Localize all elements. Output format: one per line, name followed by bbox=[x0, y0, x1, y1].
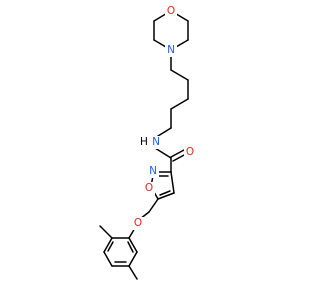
bond-carbonyl-double-b bbox=[172, 153, 187, 162]
morpholine-nitrogen-bg bbox=[165, 44, 177, 57]
morpholine-oxygen-label: O bbox=[167, 5, 175, 17]
ether-oxygen-bg bbox=[132, 217, 144, 230]
bond-morpholine-c2-n bbox=[153, 39, 167, 48]
amide-nitrogen-bg bbox=[150, 136, 162, 149]
morpholine-nitrogen-label: N bbox=[167, 44, 175, 56]
bond-ring-c5-c4 bbox=[157, 192, 175, 200]
bond-ring-c4-c3 bbox=[170, 171, 175, 194]
bond-aryl-inner-1 bbox=[107, 241, 114, 252]
morpholine-oxygen-bg bbox=[165, 5, 177, 18]
bond-ring-c5-c4-inner bbox=[159, 190, 171, 196]
bond-amide-n-carbonyl-c bbox=[154, 147, 172, 159]
atom-labels: O N N H O N O O bbox=[132, 5, 196, 230]
isoxazole-nitrogen-label: N bbox=[149, 165, 157, 177]
bond-chain5-amide-n bbox=[157, 127, 172, 137]
amide-hydrogen-bg bbox=[139, 136, 150, 149]
isoxazole-oxygen-bg bbox=[143, 182, 155, 195]
ether-oxygen-label: O bbox=[134, 217, 142, 229]
bond-c5-ch2 bbox=[148, 198, 159, 213]
bond-chain3-chain4 bbox=[170, 98, 189, 110]
bond-chain1-chain2 bbox=[170, 69, 189, 81]
bond-aryl-c5-c6 bbox=[128, 251, 138, 267]
bond-meta-methyl bbox=[128, 265, 138, 280]
bond-aryl-c2-c3 bbox=[103, 237, 113, 253]
bond-morpholine-n-c3 bbox=[175, 39, 189, 48]
bond-aryl-inner-3 bbox=[127, 241, 134, 253]
bond-ortho-methyl bbox=[99, 225, 113, 239]
amide-hydrogen-label: H bbox=[140, 136, 148, 148]
carbonyl-oxygen-bg bbox=[184, 146, 196, 159]
amide-nitrogen-label: N bbox=[152, 136, 160, 148]
bonds bbox=[99, 11, 189, 280]
carbonyl-oxygen-label: O bbox=[186, 146, 194, 158]
isoxazole-oxygen-label: O bbox=[145, 182, 153, 194]
bond-aryl-c6-c1 bbox=[128, 237, 138, 253]
bond-aryl-c3-c4 bbox=[103, 251, 113, 267]
chemical-structure: O N N H O N O O bbox=[99, 5, 196, 280]
bond-carbonyl-double-a bbox=[170, 149, 185, 158]
isoxazole-nitrogen-bg bbox=[147, 165, 159, 178]
